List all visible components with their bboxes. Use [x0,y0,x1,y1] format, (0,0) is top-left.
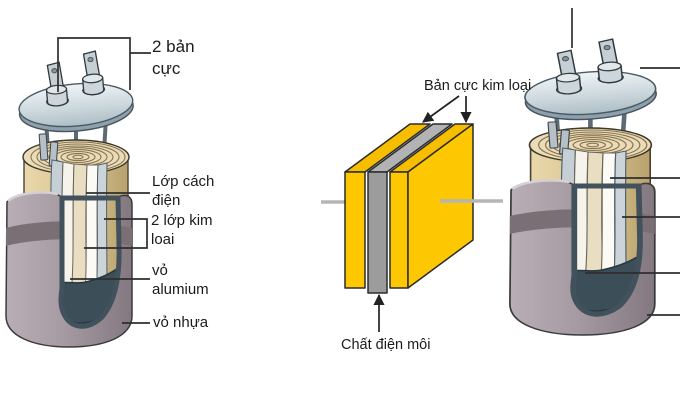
label-terminals: 2 bản cực [152,37,195,79]
label-metal-layers: 2 lớp kim loai [151,212,213,248]
label-aluminum-shell: vỏ alumium [152,262,209,298]
metal-layers-bracket [84,218,148,249]
label-insulation-layer: Lớp cách điện [152,173,215,209]
label-plastic-shell: vỏ nhựa [153,314,209,331]
terminals-bracket [57,37,131,92]
plates-arrow-left [422,95,460,123]
dielectric-front [367,171,388,294]
label-metal-plates: Bản cực kim loại [424,78,532,94]
left-capacitor-illustration [6,48,135,347]
right-plate-front [389,171,409,289]
label-dielectric: Chất điện môi [341,337,431,353]
flat-capacitor-arrows [373,95,472,332]
leader-lines [57,8,680,324]
right-plate-face [407,123,474,289]
left-plate-front [344,171,366,289]
right-capacitor-illustration [510,36,658,335]
parallel-plate-illustration [321,123,503,294]
